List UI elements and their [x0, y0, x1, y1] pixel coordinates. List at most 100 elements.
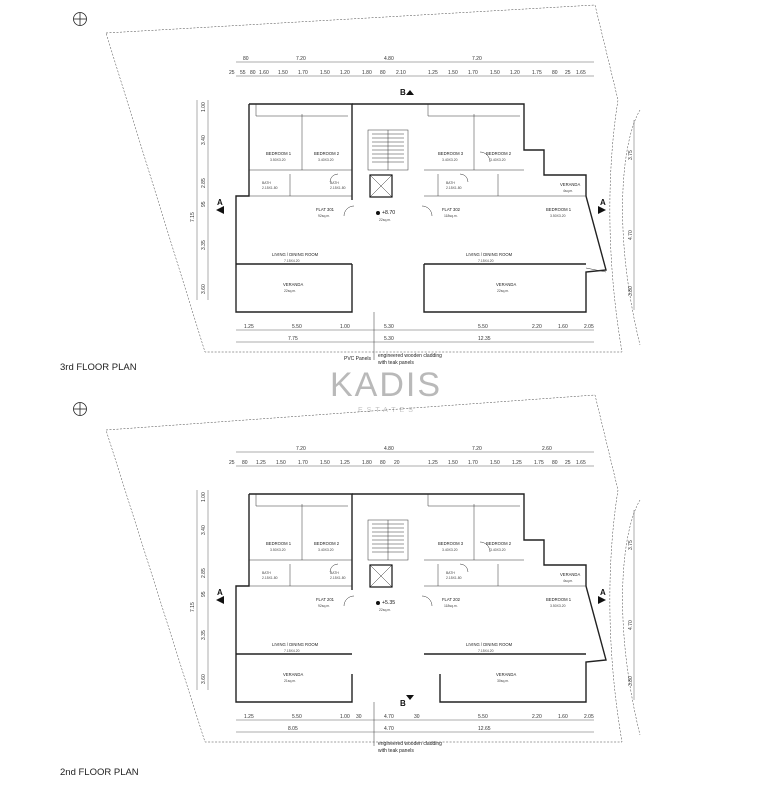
- svg-text:A: A: [217, 198, 223, 207]
- svg-text:VERANDA: VERANDA: [283, 282, 303, 287]
- svg-text:4sq.m.: 4sq.m.: [563, 579, 573, 583]
- svg-text:3.60: 3.60: [201, 284, 207, 294]
- svg-text:BATH: BATH: [262, 571, 271, 575]
- svg-text:20: 20: [394, 460, 400, 466]
- svg-text:1.70: 1.70: [468, 460, 478, 466]
- dim-col-left: 1.00 3.40 2.85 95 7.15 3.35 3.60: [190, 492, 207, 684]
- svg-text:FLAT 302: FLAT 302: [442, 207, 461, 212]
- svg-text:2.85: 2.85: [201, 178, 207, 188]
- note-teak: with teak panels: [378, 360, 414, 366]
- svg-text:2.15X1.80: 2.15X1.80: [262, 186, 278, 190]
- level-label: +8.70: [382, 210, 395, 216]
- svg-text:3.40X3.20: 3.40X3.20: [442, 548, 458, 552]
- svg-text:1.65: 1.65: [576, 70, 586, 76]
- flat-left-labels: BEDROOM 1 3.50X3.20 BEDROOM 2 3.40X3.20 …: [262, 151, 346, 293]
- svg-text:BEDROOM 2: BEDROOM 2: [314, 541, 340, 546]
- svg-text:3.40X3.20: 3.40X3.20: [442, 158, 458, 162]
- svg-text:1.20: 1.20: [340, 70, 350, 76]
- svg-text:7.15X4.20: 7.15X4.20: [284, 649, 300, 653]
- svg-text:2.85: 2.85: [201, 568, 207, 578]
- dim-top-4: 7.20: [472, 56, 482, 62]
- svg-text:1.60: 1.60: [558, 324, 568, 330]
- svg-text:4.70: 4.70: [628, 230, 634, 240]
- svg-text:BEDROOM 3: BEDROOM 3: [438, 541, 464, 546]
- svg-text:80: 80: [250, 70, 256, 76]
- svg-text:LIVING / DINING ROOM: LIVING / DINING ROOM: [272, 642, 319, 647]
- building-outline: [235, 103, 607, 313]
- svg-text:95: 95: [201, 591, 207, 597]
- corridor-area: 22sq.m.: [379, 608, 391, 612]
- svg-text:BEDROOM 1: BEDROOM 1: [266, 151, 292, 156]
- svg-text:95: 95: [201, 201, 207, 207]
- svg-text:2.20: 2.20: [532, 324, 542, 330]
- watermark-logo: KADIS ESTATES: [330, 366, 440, 414]
- plan-title: 2nd FLOOR PLAN: [60, 767, 139, 778]
- svg-text:2.15X1.80: 2.15X1.80: [330, 576, 346, 580]
- svg-text:80: 80: [380, 70, 386, 76]
- svg-text:1.25: 1.25: [244, 714, 254, 720]
- svg-text:7.15X4.20: 7.15X4.20: [478, 649, 494, 653]
- svg-text:3.50X3.20: 3.50X3.20: [270, 158, 286, 162]
- svg-text:BATH: BATH: [330, 571, 339, 575]
- svg-text:1.60: 1.60: [558, 714, 568, 720]
- svg-text:3.40: 3.40: [201, 525, 207, 535]
- svg-text:B: B: [400, 88, 406, 97]
- svg-text:ESTATES: ESTATES: [358, 407, 417, 414]
- svg-text:1.50: 1.50: [320, 460, 330, 466]
- svg-text:30: 30: [414, 714, 420, 720]
- svg-text:2.05: 2.05: [584, 324, 594, 330]
- svg-text:FLAT 301: FLAT 301: [316, 207, 335, 212]
- svg-text:BEDROOM 1: BEDROOM 1: [266, 541, 292, 546]
- svg-text:3.40X3.20: 3.40X3.20: [318, 158, 334, 162]
- dim-row-bottom: 1.25 5.50 1.00 5.30 5.50 2.20 1.60 2.05 …: [244, 324, 594, 342]
- corridor-area: 22sq.m.: [379, 218, 391, 222]
- svg-text:4.70: 4.70: [384, 726, 394, 732]
- section-marker-icon: A A B: [216, 88, 606, 214]
- svg-text:1.80: 1.80: [362, 460, 372, 466]
- svg-text:BATH: BATH: [446, 181, 455, 185]
- dim-row-bottom: 1.25 5.50 1.00 30 4.70 30 5.50 2.20 1.60…: [244, 714, 594, 732]
- level-label: +5.35: [382, 600, 395, 606]
- svg-text:FLAT 201: FLAT 201: [316, 597, 335, 602]
- svg-text:BEDROOM 3: BEDROOM 3: [438, 151, 464, 156]
- svg-text:5.50: 5.50: [292, 324, 302, 330]
- svg-text:FLAT 202: FLAT 202: [442, 597, 461, 602]
- svg-text:3.35: 3.35: [201, 240, 207, 250]
- svg-text:80: 80: [552, 70, 558, 76]
- svg-text:3.75: 3.75: [628, 540, 634, 550]
- svg-text:7.75: 7.75: [288, 336, 298, 342]
- svg-text:1.50: 1.50: [320, 70, 330, 76]
- elevator-icon: [369, 174, 393, 198]
- svg-text:1.00: 1.00: [201, 102, 207, 112]
- svg-text:1.00: 1.00: [201, 492, 207, 502]
- svg-text:30: 30: [356, 714, 362, 720]
- svg-text:1.25: 1.25: [244, 324, 254, 330]
- svg-text:7.15X4.20: 7.15X4.20: [478, 259, 494, 263]
- svg-text:BEDROOM 2: BEDROOM 2: [314, 151, 340, 156]
- svg-text:VERANDA: VERANDA: [283, 672, 303, 677]
- svg-text:A: A: [600, 198, 606, 207]
- svg-text:BEDROOM 2: BEDROOM 2: [486, 541, 512, 546]
- svg-text:B: B: [400, 699, 406, 708]
- dim-col-right: 3.75 4.70 3.80: [628, 540, 634, 686]
- svg-text:3.40: 3.40: [201, 135, 207, 145]
- svg-text:4sq.m.: 4sq.m.: [563, 189, 573, 193]
- svg-text:3.50X3.20: 3.50X3.20: [550, 214, 566, 218]
- note-cladding: engineered wooden cladding: [378, 741, 442, 747]
- svg-text:1.50: 1.50: [448, 460, 458, 466]
- dim-top-1: 7.20: [296, 446, 306, 452]
- svg-text:BATH: BATH: [446, 571, 455, 575]
- svg-text:3.35: 3.35: [201, 630, 207, 640]
- site-boundary: [105, 394, 623, 743]
- svg-text:92sq.m.: 92sq.m.: [318, 214, 330, 218]
- svg-text:VERANDA: VERANDA: [496, 282, 516, 287]
- svg-text:1.00: 1.00: [340, 714, 350, 720]
- dim-col-left: 1.00 3.40 2.85 95 7.15 3.35 3.60: [190, 102, 207, 294]
- svg-text:5.50: 5.50: [292, 714, 302, 720]
- svg-text:25: 25: [229, 70, 235, 76]
- svg-text:1.75: 1.75: [532, 70, 542, 76]
- svg-text:25: 25: [565, 70, 571, 76]
- level-marker-icon: +8.70 22sq.m.: [376, 210, 395, 222]
- svg-text:25: 25: [565, 460, 571, 466]
- svg-text:12.65: 12.65: [478, 726, 491, 732]
